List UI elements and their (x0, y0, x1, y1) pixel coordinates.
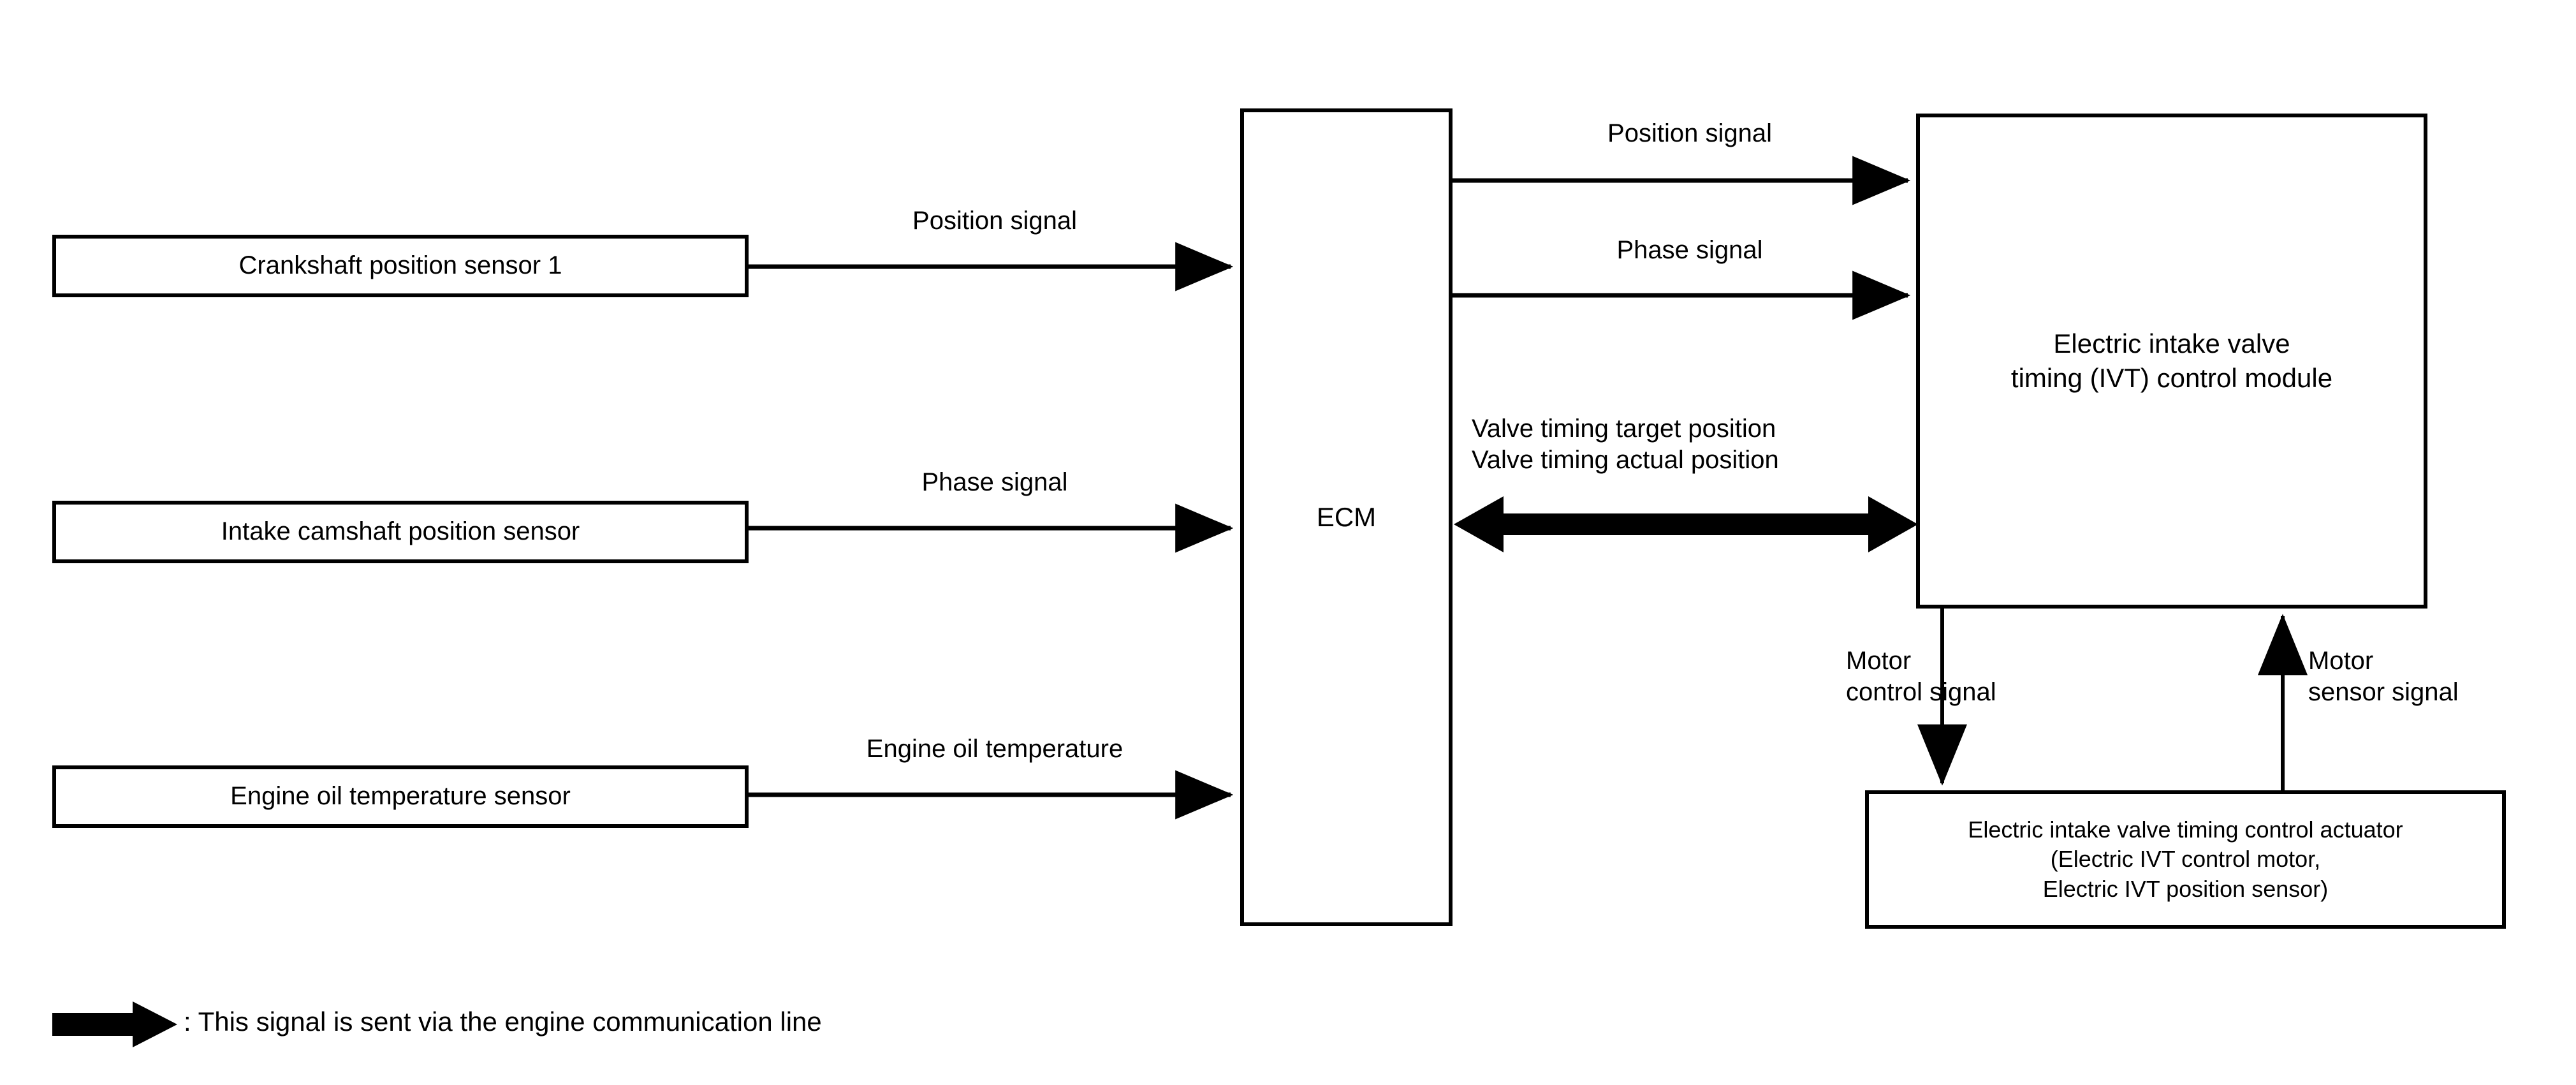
wire-ecm-ivt-bidirectional (1454, 496, 1918, 552)
block-label-ivt-actuator: Electric intake valve timing control act… (1968, 816, 2403, 902)
signal-label-actuator-to-ivt: Motor sensor signal (2308, 647, 2459, 706)
signal-label-ecm-ivt-bidirectional: Valve timing target position Valve timin… (1472, 415, 1779, 474)
block-intake-camshaft-position-sensor[interactable]: Intake camshaft position sensor (52, 501, 749, 563)
signal-label-ivt-to-actuator: Motor control signal (1846, 647, 1996, 706)
block-engine-oil-temperature-sensor[interactable]: Engine oil temperature sensor (52, 765, 749, 828)
block-label-intake-camshaft-position-sensor: Intake camshaft position sensor (221, 517, 580, 546)
legend-text: : This signal is sent via the engine com… (184, 1007, 822, 1037)
block-crankshaft-position-sensor[interactable]: Crankshaft position sensor 1 (52, 235, 749, 297)
signal-label-ecm-to-ivt-position: Position signal (1607, 119, 1772, 147)
signal-label-cam-to-ecm: Phase signal (921, 468, 1068, 496)
block-label-crankshaft-position-sensor: Crankshaft position sensor 1 (238, 251, 562, 280)
block-ivt-control-module[interactable]: Electric intake valve timing (IVT) contr… (1916, 114, 2427, 609)
block-ecm[interactable]: ECM (1240, 108, 1453, 926)
block-label-ivt-control-module: Electric intake valve timing (IVT) contr… (2010, 328, 2333, 393)
legend-arrow-icon (52, 1001, 177, 1047)
block-label-engine-oil-temperature-sensor: Engine oil temperature sensor (230, 782, 571, 811)
signal-label-oil-to-ecm: Engine oil temperature (866, 735, 1123, 763)
signal-label-crank-to-ecm: Position signal (912, 207, 1077, 235)
block-label-ecm: ECM (1316, 502, 1377, 533)
signal-label-ecm-to-ivt-phase: Phase signal (1616, 236, 1763, 264)
block-ivt-actuator[interactable]: Electric intake valve timing control act… (1865, 790, 2506, 929)
